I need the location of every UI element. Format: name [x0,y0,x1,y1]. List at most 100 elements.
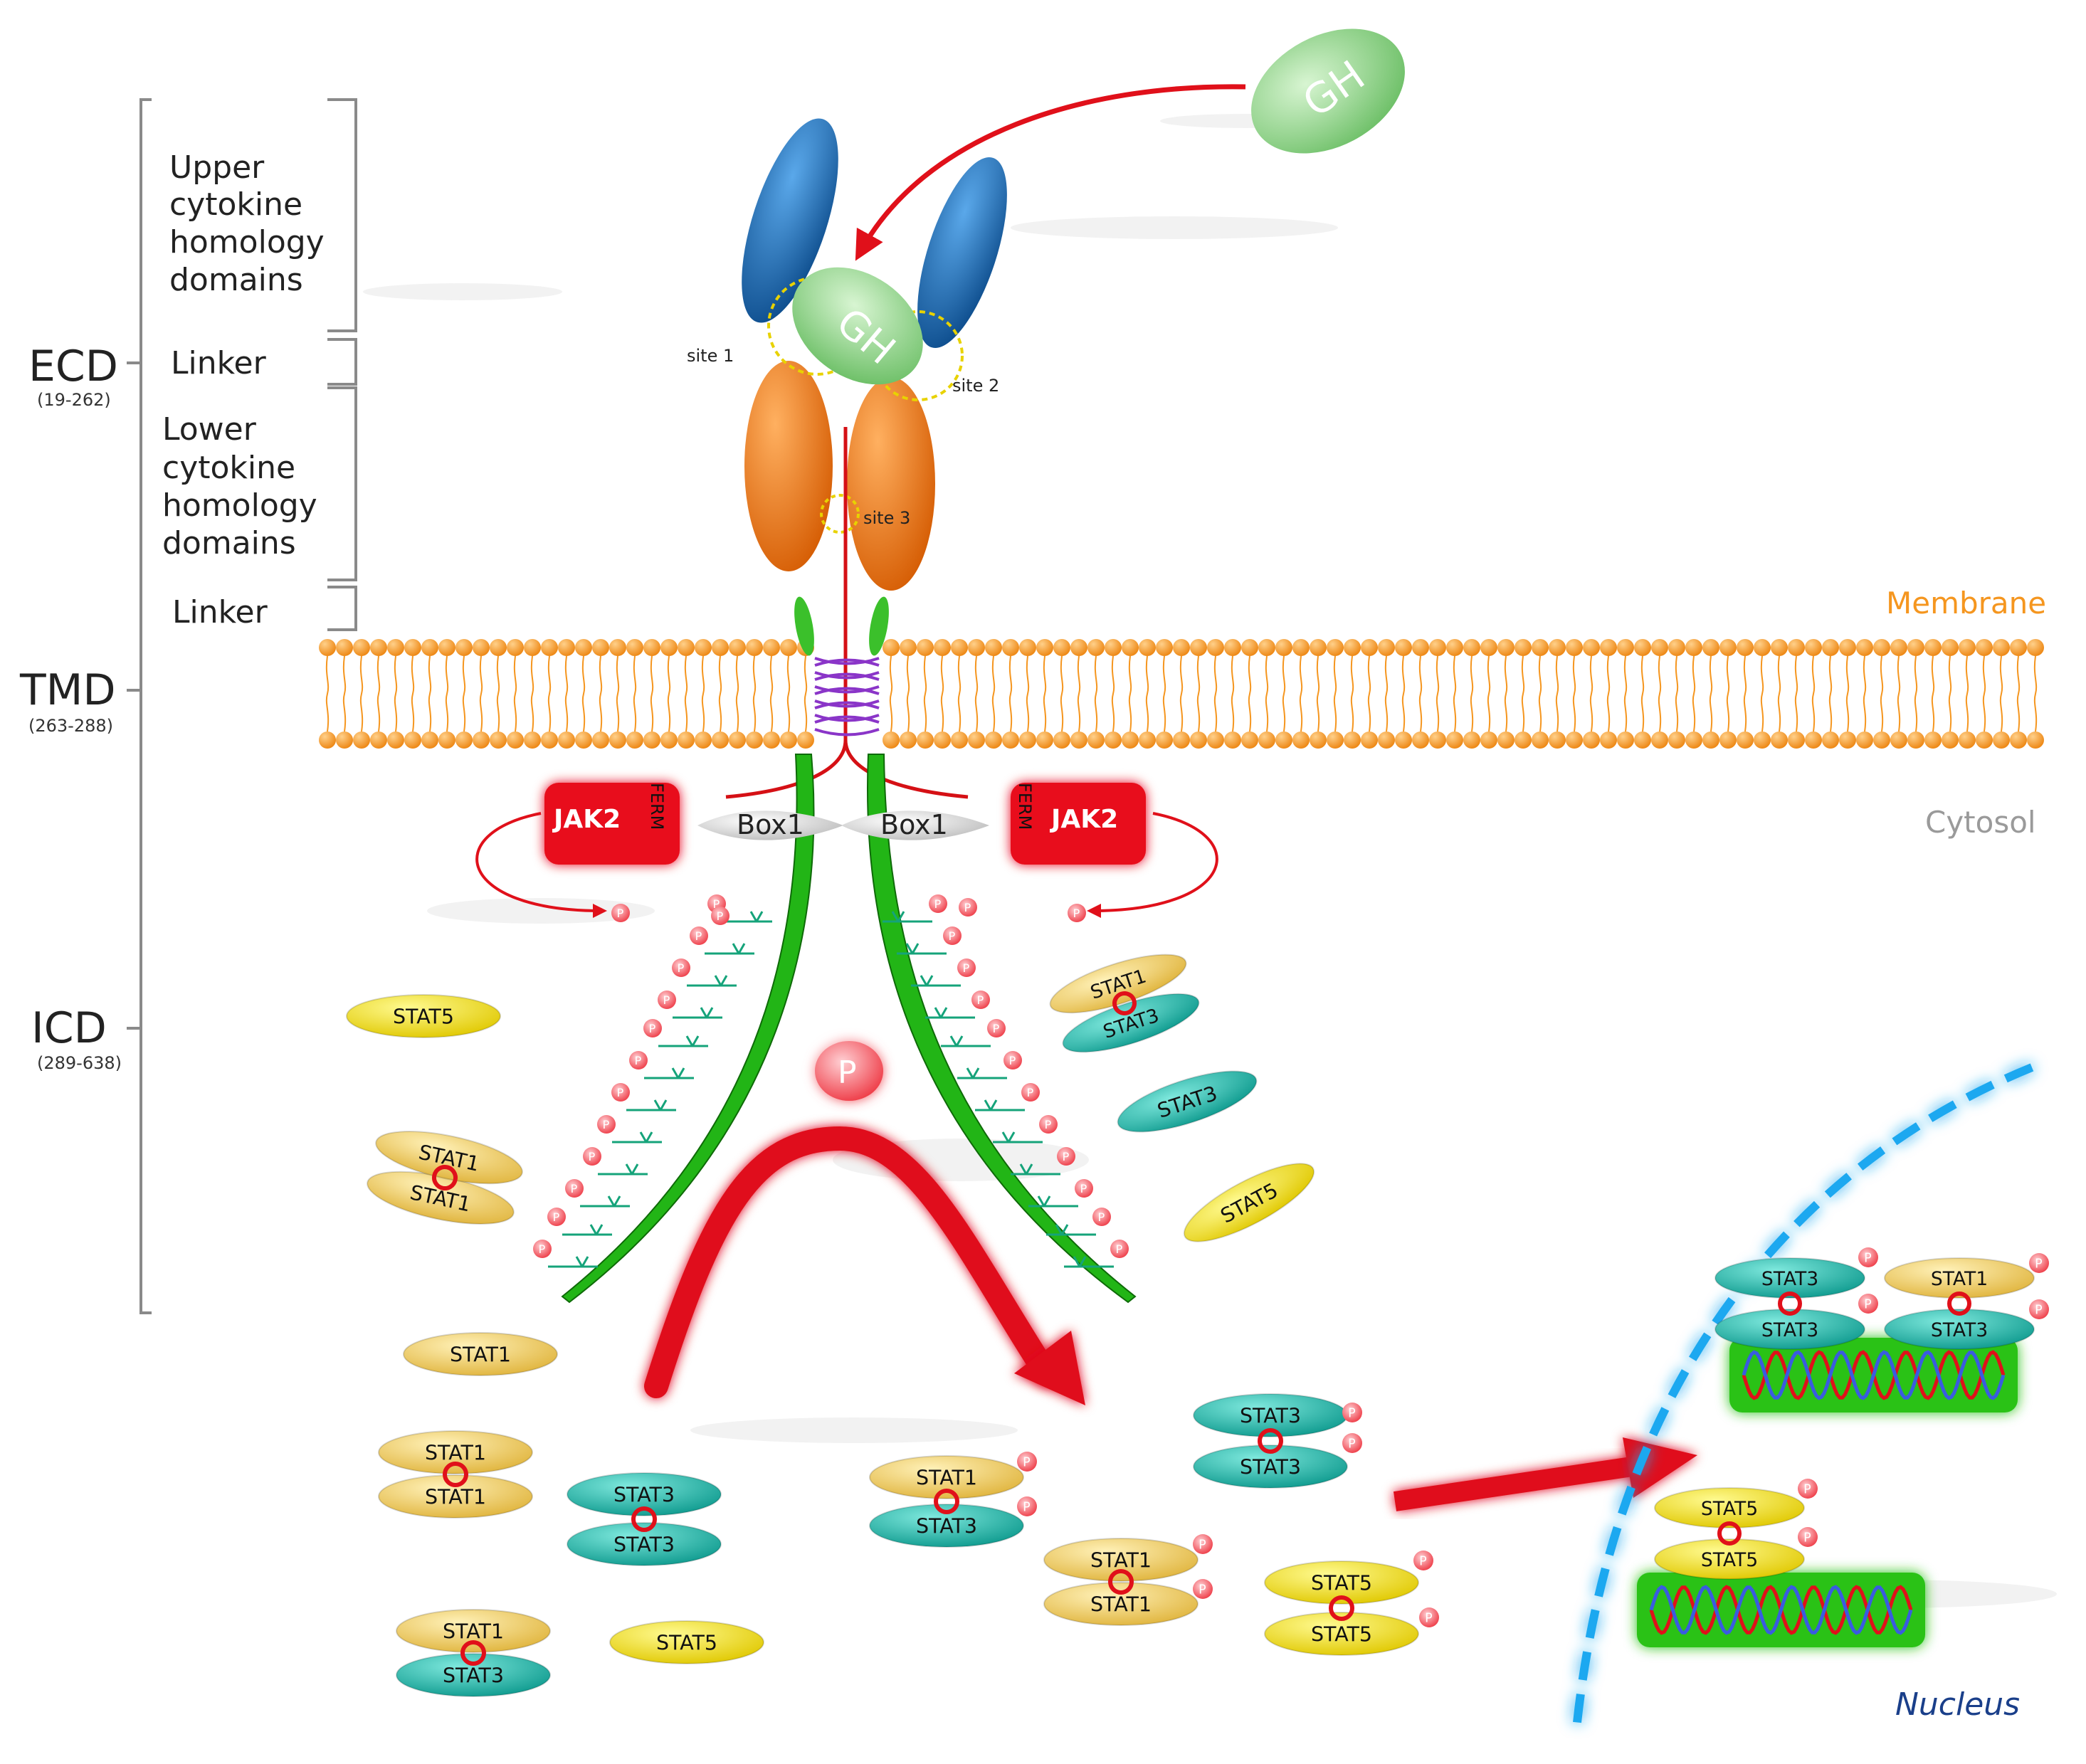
phospho-label: P [949,929,956,943]
phospho-label: P [1199,1538,1206,1552]
upper-domain-line3: homology [169,224,325,260]
membrane-bead [1566,732,1583,749]
membrane-bead [1105,732,1122,749]
membrane-bead [883,732,900,749]
lipid-tail [1282,655,1286,732]
membrane-bead [1976,639,1993,656]
lipid-tail [445,655,449,732]
phospho-label: P [964,901,971,914]
membrane-bead [1002,732,1019,749]
membrane-bead [541,732,558,749]
phospho-tag: P [929,894,947,913]
stat1-label: STAT1 [425,1442,486,1465]
ecd-text: ECD [28,342,118,391]
stat1-label: STAT1 [1090,1549,1152,1573]
membrane-bead [404,732,421,749]
lipid-tail [1914,655,1918,732]
lipid-tail [1982,655,1986,732]
lipid-tail [1401,655,1406,732]
stat5-label: STAT5 [1311,1572,1372,1595]
phospho-tag: P [583,1147,601,1166]
phospho-label: P [1425,1611,1433,1625]
stat5-label: STAT5 [393,1005,454,1029]
phospho-label: P [1098,1210,1105,1224]
membrane-bead [1258,732,1275,749]
dimer-phospho-link [432,1165,458,1190]
membrane-bead [729,639,746,656]
membrane-bead [985,732,1002,749]
stat5-molecule: STAT5 [346,994,501,1038]
phospho-tag: P [611,1083,630,1102]
membrane-bead [1617,639,1634,656]
lipid-tail [1811,655,1816,732]
membrane-bead [404,639,421,656]
membrane-bead [900,732,917,749]
membrane-bead [1907,732,1924,749]
membrane-bead [336,732,353,749]
dna-upper [1729,1338,2018,1412]
phospho-label: P [1023,1455,1031,1469]
lipid-tail [616,655,620,732]
membrane-bead [1532,732,1549,749]
signal-curve-arrow [644,1126,1058,1398]
membrane-bead [1292,732,1310,749]
stat1-label: STAT1 [1090,1593,1152,1617]
membrane-bead [1395,732,1412,749]
phospho-tag: P [1004,1051,1022,1070]
lipid-tail [1316,655,1320,732]
lipid-tail [1897,655,1901,732]
membrane-bead [1702,639,1719,656]
nucleus-label: Nucleus [1895,1686,2020,1723]
box1-right: Box1 [841,809,989,840]
membrane-bead [353,639,370,656]
membrane-bead [541,639,558,656]
stat3-label: STAT3 [1240,1405,1301,1428]
phospho-label: P [695,929,702,943]
membrane-bead [643,639,660,656]
membrane-bead [746,639,763,656]
membrane-bead [1600,639,1617,656]
membrane-bead [1207,732,1224,749]
phospho-label: P [635,1054,642,1067]
membrane-bead [1429,732,1446,749]
phospho-label: P [1009,1054,1016,1067]
membrane-bead [1924,732,1942,749]
stat3-label: STAT3 [613,1484,675,1507]
membrane-bead [575,732,592,749]
membrane-bead [1993,639,2010,656]
lipid-tail [1709,655,1713,732]
membrane-bead [1190,639,1207,656]
dimer-phospho-link [1717,1521,1742,1546]
phospho-label: P [977,993,984,1007]
membrane-bead [626,639,643,656]
ecd-range: (19-262) [37,390,111,410]
lipid-tail [1880,655,1884,732]
lipid-tail [1965,655,1969,732]
phospho-label: P [1864,1297,1872,1311]
ecd-label: ECD (19-262) [28,342,118,410]
membrane-bead [1053,732,1070,749]
lipid-tail [1931,655,1935,732]
lipid-tail [735,655,739,732]
dimer-phospho-link [443,1462,468,1487]
membrane-bead [1822,639,1839,656]
site3-ring [820,494,860,534]
phospho-label: P [1864,1251,1872,1265]
lipid-tail [1675,655,1679,732]
lipid-tail [1453,655,1457,732]
phospho-tag: P [672,958,690,977]
phospho-label: P [2035,1303,2043,1317]
membrane-bead [1942,732,1959,749]
jak2-right: JAK2 FERM [1011,783,1146,865]
lipid-tail [1640,655,1645,732]
phospho-tag: P [959,898,977,917]
phospho-central-label: P [838,1055,857,1091]
membrane-bead [678,639,695,656]
lipid-tail [667,655,671,732]
membrane-bead [1668,732,1685,749]
membrane-bead [1344,639,1361,656]
membrane-bead [1395,639,1412,656]
